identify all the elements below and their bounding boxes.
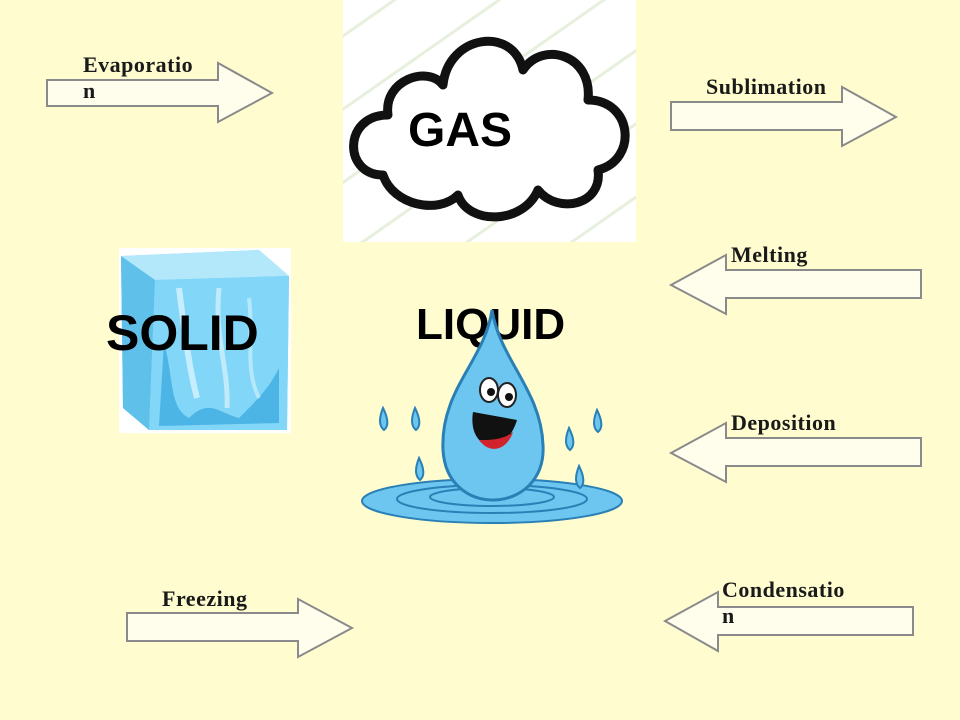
melting-arrow bbox=[668, 253, 922, 316]
freezing-label: Freezing bbox=[162, 586, 248, 611]
cloud-icon bbox=[343, 0, 636, 242]
gas-cloud-image bbox=[343, 0, 636, 242]
sublimation-label: Sublimation bbox=[706, 74, 827, 99]
solid-label: SOLID bbox=[106, 305, 259, 361]
evaporation-arrow bbox=[46, 61, 275, 124]
deposition-label: Deposition bbox=[731, 410, 837, 435]
ice-cube-icon bbox=[119, 248, 291, 433]
condensation-arrow bbox=[662, 590, 914, 653]
deposition-arrow bbox=[668, 421, 922, 484]
gas-label: GAS bbox=[408, 104, 513, 157]
freezing-arrow bbox=[126, 597, 355, 659]
condensation-label: Condensatio n bbox=[722, 577, 845, 628]
melting-label: Melting bbox=[731, 242, 808, 267]
solid-ice-image bbox=[119, 248, 291, 433]
evaporation-label: Evaporatio n bbox=[83, 52, 194, 103]
water-drop-icon bbox=[361, 309, 623, 524]
sublimation-arrow bbox=[670, 85, 899, 148]
